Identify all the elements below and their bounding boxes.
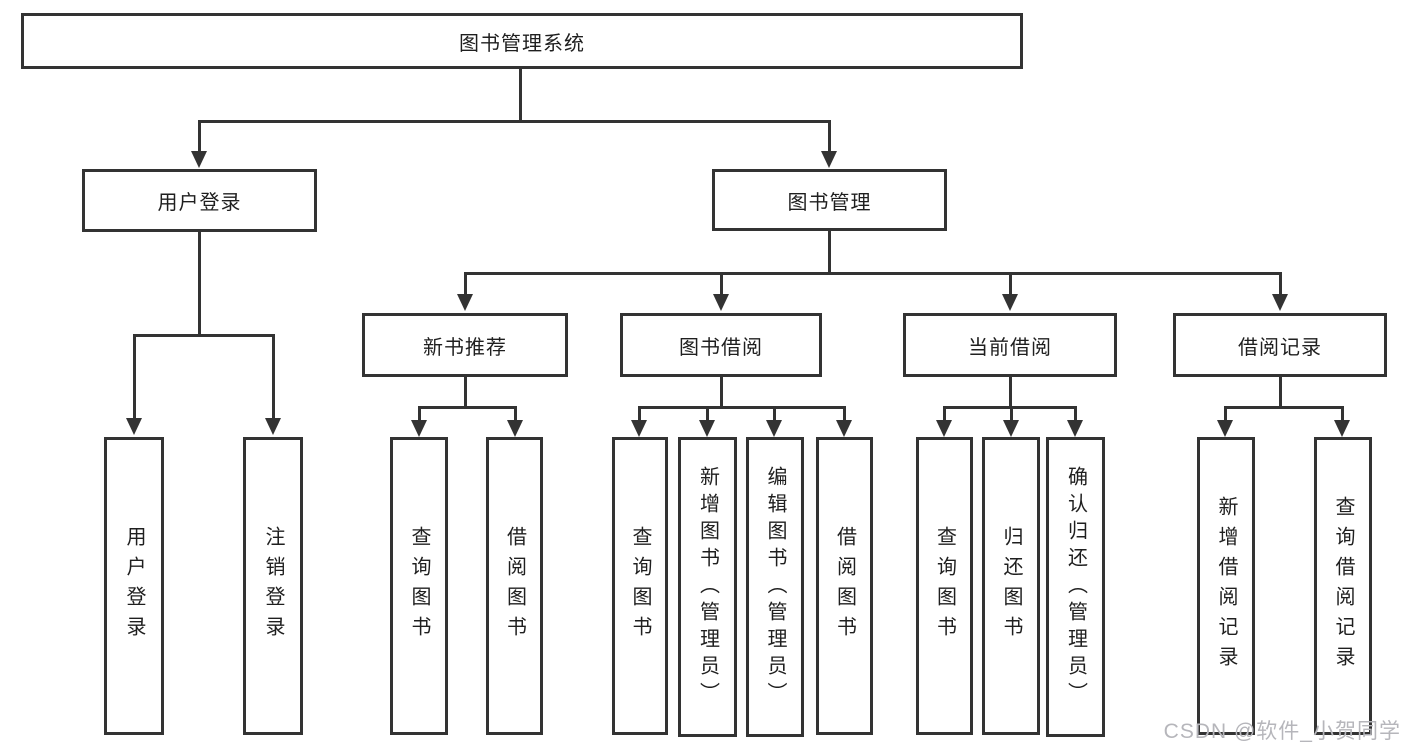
connector-line (1224, 406, 1343, 409)
connector-line (1009, 377, 1012, 406)
node-new-book-recommend: 新书推荐 (362, 313, 568, 377)
arrow-down-icon (457, 294, 473, 311)
leaf-query-books-recommend: 查询图书 (390, 437, 448, 735)
arrow-down-icon (1334, 420, 1350, 437)
connector-line (418, 406, 421, 421)
arrow-down-icon (507, 420, 523, 437)
arrow-down-icon (411, 420, 427, 437)
connector-line (943, 406, 946, 421)
leaf-query-books-borrow: 查询图书 (612, 437, 668, 735)
arrow-down-icon (1067, 420, 1083, 437)
arrow-down-icon (126, 418, 142, 435)
node-book-management: 图书管理 (712, 169, 947, 231)
arrow-down-icon (265, 418, 281, 435)
connector-line (519, 69, 522, 121)
arrow-down-icon (1003, 420, 1019, 437)
connector-line (464, 272, 1281, 275)
leaf-borrow-books: 借阅图书 (816, 437, 873, 735)
connector-line (418, 406, 517, 409)
arrow-down-icon (631, 420, 647, 437)
connector-line (272, 334, 275, 419)
connector-line (1009, 272, 1012, 296)
connector-line (828, 120, 831, 153)
leaf-add-borrow-record: 新增借阅记录 (1197, 437, 1255, 735)
connector-line (1224, 406, 1227, 421)
connector-line (1074, 406, 1077, 421)
arrow-down-icon (821, 151, 837, 168)
connector-line (198, 120, 831, 123)
connector-line (720, 377, 723, 406)
arrow-down-icon (1272, 294, 1288, 311)
connector-line (773, 406, 776, 421)
connector-line (198, 232, 201, 334)
node-user-login: 用户登录 (82, 169, 317, 232)
node-library-management-system: 图书管理系统 (21, 13, 1023, 69)
connector-line (464, 377, 467, 406)
connector-line (943, 406, 1076, 409)
arrow-down-icon (1217, 420, 1233, 437)
node-book-borrow: 图书借阅 (620, 313, 822, 377)
node-borrow-records: 借阅记录 (1173, 313, 1387, 377)
connector-line (464, 272, 467, 296)
connector-line (1279, 377, 1282, 406)
connector-line (198, 120, 201, 153)
connector-line (1279, 272, 1282, 296)
arrow-down-icon (836, 420, 852, 437)
leaf-borrow-books-recommend: 借阅图书 (486, 437, 543, 735)
connector-line (133, 334, 136, 419)
arrow-down-icon (713, 294, 729, 311)
connector-line (1341, 406, 1344, 421)
leaf-user-login: 用户登录 (104, 437, 164, 735)
connector-line (638, 406, 845, 409)
connector-line (133, 334, 275, 337)
leaf-logout: 注销登录 (243, 437, 303, 735)
connector-line (514, 406, 517, 421)
leaf-query-borrow-record: 查询借阅记录 (1314, 437, 1372, 735)
leaf-confirm-return-admin: 确认归还（管理员） (1046, 437, 1105, 737)
node-current-borrow: 当前借阅 (903, 313, 1117, 377)
arrow-down-icon (936, 420, 952, 437)
connector-line (720, 272, 723, 296)
leaf-return-book: 归还图书 (982, 437, 1040, 735)
connector-line (1010, 406, 1013, 421)
connector-line (638, 406, 641, 421)
arrow-down-icon (1002, 294, 1018, 311)
connector-line (706, 406, 709, 421)
connector-line (843, 406, 846, 421)
arrow-down-icon (699, 420, 715, 437)
leaf-edit-book-admin: 编辑图书（管理员） (746, 437, 804, 737)
arrow-down-icon (766, 420, 782, 437)
leaf-add-book-admin: 新增图书（管理员） (678, 437, 737, 737)
arrow-down-icon (191, 151, 207, 168)
leaf-query-books-current: 查询图书 (916, 437, 973, 735)
connector-line (828, 231, 831, 272)
watermark: CSDN @软件_小贺同学 (1163, 720, 1401, 743)
